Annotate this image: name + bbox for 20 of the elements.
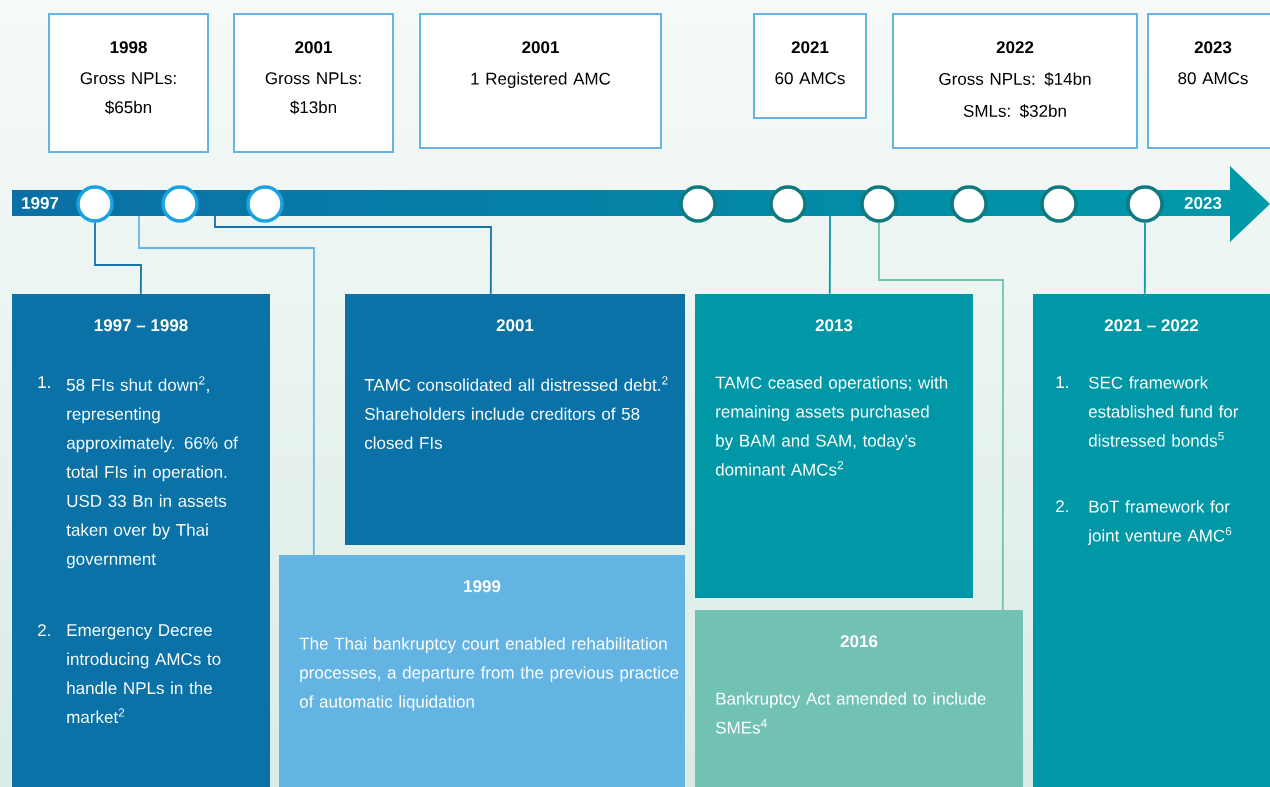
connector-line [138, 215, 315, 556]
event-box: 2021 – 2022 1. SEC framework established fund for distressed bonds$^{5}$ 2. BoT framework for joint venture AMC$^{6}$ [1033, 294, 1270, 787]
milestone-box: 2001 1 Registered AMC [419, 13, 662, 149]
event-box: 2016 Bankruptcy Act amended to include SMEs$^{4}$ [695, 610, 1023, 787]
connector-line [214, 215, 492, 295]
milestone-box: 2022 Gross NPLs: $14bn SMLs: $32bn [892, 13, 1138, 149]
event-box: 1999 The Thai bankruptcy court enabled rehabilitation processes, a departure from the previous practice of automatic liquidation [279, 555, 685, 787]
connector-line [94, 221, 142, 295]
milestone-box: 1998 Gross NPLs: $65bn [48, 13, 209, 153]
event-box: 2013 TAMC ceased operations; with remaining assets purchased by BAM and SAM, today’s dominant AMCs$^{2}$ [695, 294, 973, 598]
connector-line [878, 221, 1004, 611]
milestone-box: 2001 Gross NPLs: $13bn [233, 13, 394, 153]
year-label: 1997 [22, 197, 59, 209]
event-box: 1997 – 1998 1. 58 FIs shut down$^{2}$, representing approximately. 66% of total FIs in operation. USD 33 Bn in assets taken over by Thai government 2. Emergency Decree introducing AMCs to handle NPLs in the market$^{2}$ [12, 294, 270, 787]
connector-line [828, 215, 831, 295]
milestone-box: 2021 60 AMCs [753, 13, 867, 119]
year-label: 2023 [1184, 196, 1222, 210]
milestone-box: 2023 80 AMCs [1147, 13, 1270, 149]
event-box: 2001 TAMC consolidated all distressed debt.$^{2}$ Shareholders include creditors of 58 closed FIs [345, 294, 685, 545]
connector-line [1143, 221, 1146, 295]
